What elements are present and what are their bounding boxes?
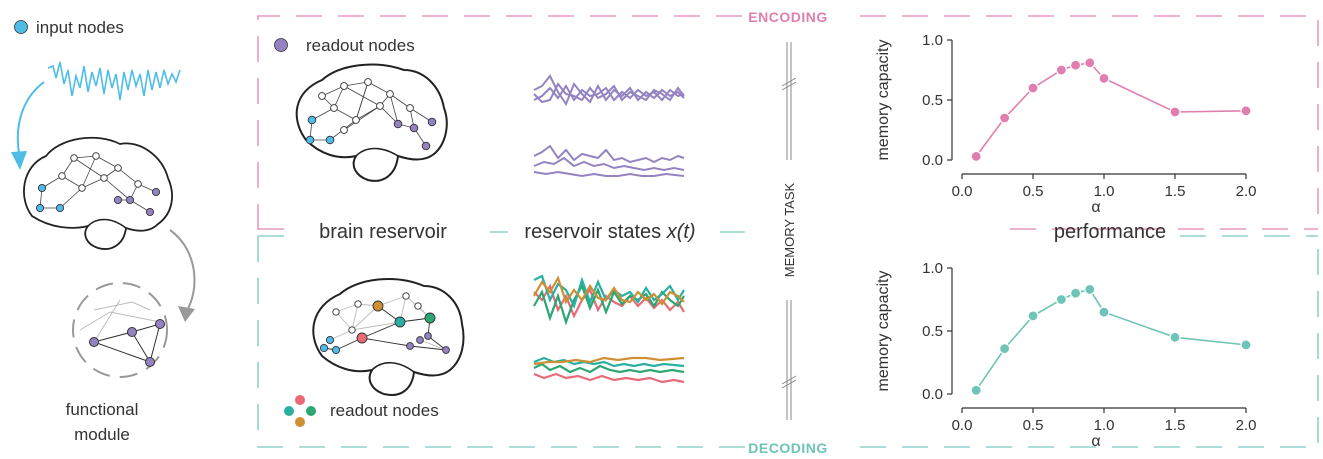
decoding-x-axis-title: α xyxy=(1091,433,1100,450)
readout-nodes-legend-icon xyxy=(274,38,288,52)
decoding-data-point xyxy=(1027,310,1039,322)
decoding-label: DECODING xyxy=(748,440,827,456)
decoding-y-axis-title: memory capacity xyxy=(875,271,892,392)
encoding-label: ENCODING xyxy=(748,9,827,25)
input-arrow-head xyxy=(11,151,27,170)
decoding-x-tick-label: 0.0 xyxy=(952,417,973,434)
input-signal xyxy=(47,61,181,101)
functional-label-line1: functional xyxy=(66,400,139,419)
encoding-data-point xyxy=(998,112,1011,124)
input-brain xyxy=(23,136,173,250)
module-arrow-head xyxy=(178,306,195,322)
encoding-data-point xyxy=(1055,64,1068,76)
decoding-x-tick-label: 1.0 xyxy=(1094,417,1115,434)
encoding-x-tick-label: 1.5 xyxy=(1165,183,1186,200)
decoding-data-point xyxy=(1055,293,1068,306)
encoding-y-axis-title: memory capacity xyxy=(875,40,892,161)
decoding-x-tick-label: 1.5 xyxy=(1165,417,1186,434)
decoding-data-point xyxy=(1098,306,1110,318)
performance-label: performance xyxy=(1054,221,1166,243)
decoding-y-tick-label: 0.5 xyxy=(922,323,943,340)
decoding-data-point xyxy=(1169,331,1181,343)
encoding-data-point xyxy=(1169,106,1181,118)
decoding-y-tick-label: 0.0 xyxy=(922,386,943,403)
decoding-data-point xyxy=(970,384,982,396)
reservoir-states-label: reservoir states x(t) xyxy=(524,221,695,243)
input-nodes-legend-icon xyxy=(14,20,28,34)
encoding-y-tick-label: 0.5 xyxy=(922,92,943,109)
decoding-frame xyxy=(257,236,1319,448)
encoding-data-point xyxy=(1098,72,1110,85)
encoding-x-axis-title: α xyxy=(1091,199,1100,216)
functional-module xyxy=(72,282,168,378)
brain-reservoir-label: brain reservoir xyxy=(319,221,447,243)
decoding-x-tick-label: 2.0 xyxy=(1236,417,1257,434)
readout-nodes-bottom-label: readout nodes xyxy=(330,401,439,420)
reservoir-states-prefix: reservoir states xyxy=(524,221,666,243)
decoding-readout-legend-icon xyxy=(284,395,316,427)
decoding-traces xyxy=(533,274,685,384)
decoding-data-point xyxy=(1069,287,1082,299)
input-nodes-label: input nodes xyxy=(36,18,124,37)
encoding-data-point xyxy=(1240,105,1252,117)
encoding-y-tick-label: 0.0 xyxy=(922,152,943,169)
decoding-brain xyxy=(312,278,465,396)
memory-task-divider xyxy=(781,42,797,420)
encoding-data-point xyxy=(1069,59,1082,71)
decoding-divider xyxy=(258,231,1318,237)
encoding-x-tick-label: 0.5 xyxy=(1023,183,1044,200)
input-arrow xyxy=(16,81,45,159)
encoding-series-line xyxy=(975,61,1247,157)
decoding-series-line xyxy=(975,288,1247,391)
functional-label-line2: module xyxy=(74,425,130,444)
decoding-y-tick-label: 1.0 xyxy=(922,260,943,277)
decoding-data-point xyxy=(1240,339,1252,351)
encoding-performance-chart: 0.0 0.5 1.0 0.0 0.5 1.0 1.5 2.0 α memory capacity xyxy=(875,32,1256,216)
encoding-x-tick-label: 2.0 xyxy=(1236,183,1257,200)
decoding-data-point xyxy=(998,343,1011,355)
encoding-x-tick-label: 0.0 xyxy=(952,183,973,200)
decoding-x-tick-label: 0.5 xyxy=(1023,417,1044,434)
readout-nodes-top-label: readout nodes xyxy=(306,36,415,55)
encoding-x-tick-label: 1.0 xyxy=(1094,183,1115,200)
module-arrow xyxy=(169,229,196,313)
encoding-y-tick-label: 1.0 xyxy=(922,32,943,49)
decoding-performance-chart: 0.0 0.5 1.0 0.0 0.5 1.0 1.5 2.0 α memory capacity xyxy=(875,260,1256,450)
encoding-data-point xyxy=(1027,82,1039,94)
encoding-data-point xyxy=(970,150,982,162)
encoding-traces xyxy=(533,74,685,178)
memory-task-label: MEMORY TASK xyxy=(782,182,797,277)
encoding-brain xyxy=(295,63,448,182)
encoding-data-point xyxy=(1084,57,1096,69)
reservoir-states-variable: x(t) xyxy=(666,221,696,243)
decoding-data-point xyxy=(1084,283,1096,296)
encoding-frame xyxy=(257,15,1319,230)
